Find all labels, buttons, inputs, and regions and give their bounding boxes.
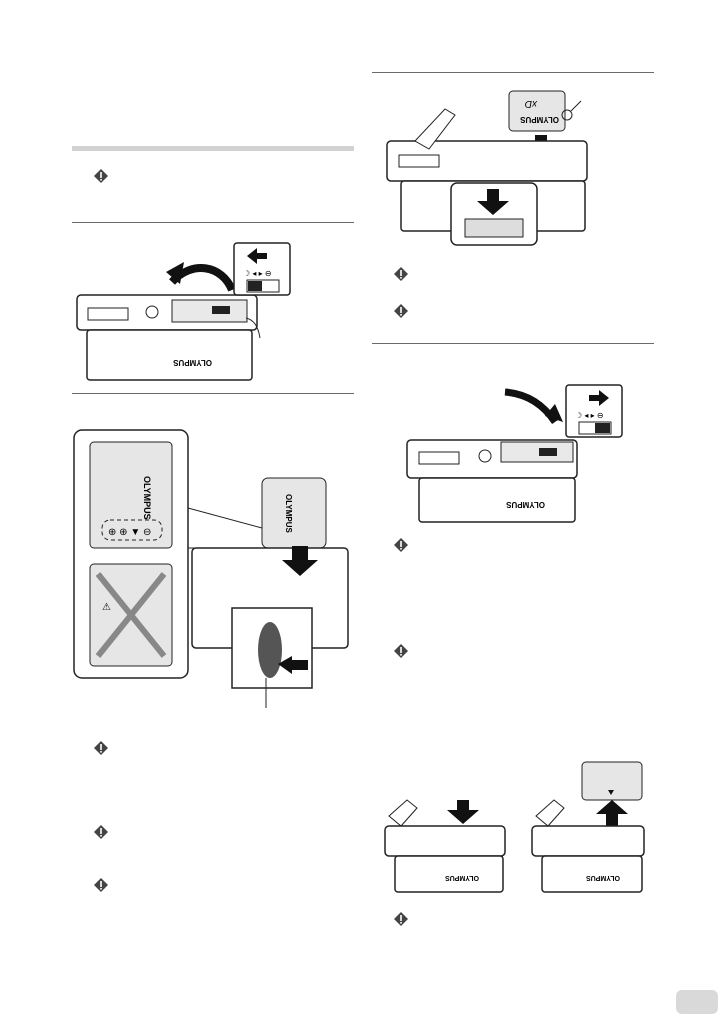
callout-line-1 <box>246 317 261 339</box>
note-icon <box>94 825 108 839</box>
step-divider <box>72 222 354 223</box>
note-icon <box>94 741 108 755</box>
battery-terminal-marks: ⊕ ⊕ ▼ ⊖ <box>108 527 151 538</box>
note-icon <box>394 912 408 926</box>
card-push-figure: OLYMPUS <box>384 799 506 893</box>
note-icon <box>94 169 108 183</box>
camera-brand-label-3: OLYMPUS <box>445 874 479 881</box>
step-divider <box>372 72 654 73</box>
battery-brand-label-right: OLYMPUS <box>284 494 293 533</box>
note-icon <box>394 538 408 552</box>
camera-brand-label-1: OLYMPUS <box>173 358 212 367</box>
page-number-tab <box>676 990 718 1014</box>
note-icon <box>94 878 108 892</box>
camera-close-cover-figure: OLYMPUS <box>406 388 578 523</box>
note-icon <box>394 644 408 658</box>
step-divider <box>372 343 654 344</box>
lock-symbol-text: ☽ ◂ ▸ ⊖ <box>575 411 604 420</box>
camera-brand-label-2: OLYMPUS <box>506 500 545 509</box>
note-icon <box>394 267 408 281</box>
card-insert-figure: xD OLYMPUS <box>386 90 588 246</box>
warning-triangle: ⚠ <box>102 602 111 613</box>
step-divider <box>72 393 354 394</box>
card-brand-text: OLYMPUS <box>520 115 559 124</box>
section-header-bar <box>72 146 354 151</box>
battery-brand-label-left: OLYMPUS <box>142 476 152 520</box>
card-logo-text: xD <box>525 98 538 109</box>
camera-open-cover-figure: OLYMPUS <box>76 262 258 381</box>
lock-switch-inset-2: ☽ ◂ ▸ ⊖ <box>565 384 623 438</box>
camera-brand-label-4: OLYMPUS <box>586 874 620 881</box>
lock-switch-inset-1: ☽ ◂ ▸ ⊖ <box>233 242 291 296</box>
note-icon <box>394 304 408 318</box>
battery-insert-figure: OLYMPUS ⊕ ⊕ ▼ ⊖ ⚠ OLYMPUS <box>73 429 349 708</box>
card-remove-figure: OLYMPUS <box>531 761 645 893</box>
lock-symbol-text: ☽ ◂ ▸ ⊖ <box>243 269 272 278</box>
